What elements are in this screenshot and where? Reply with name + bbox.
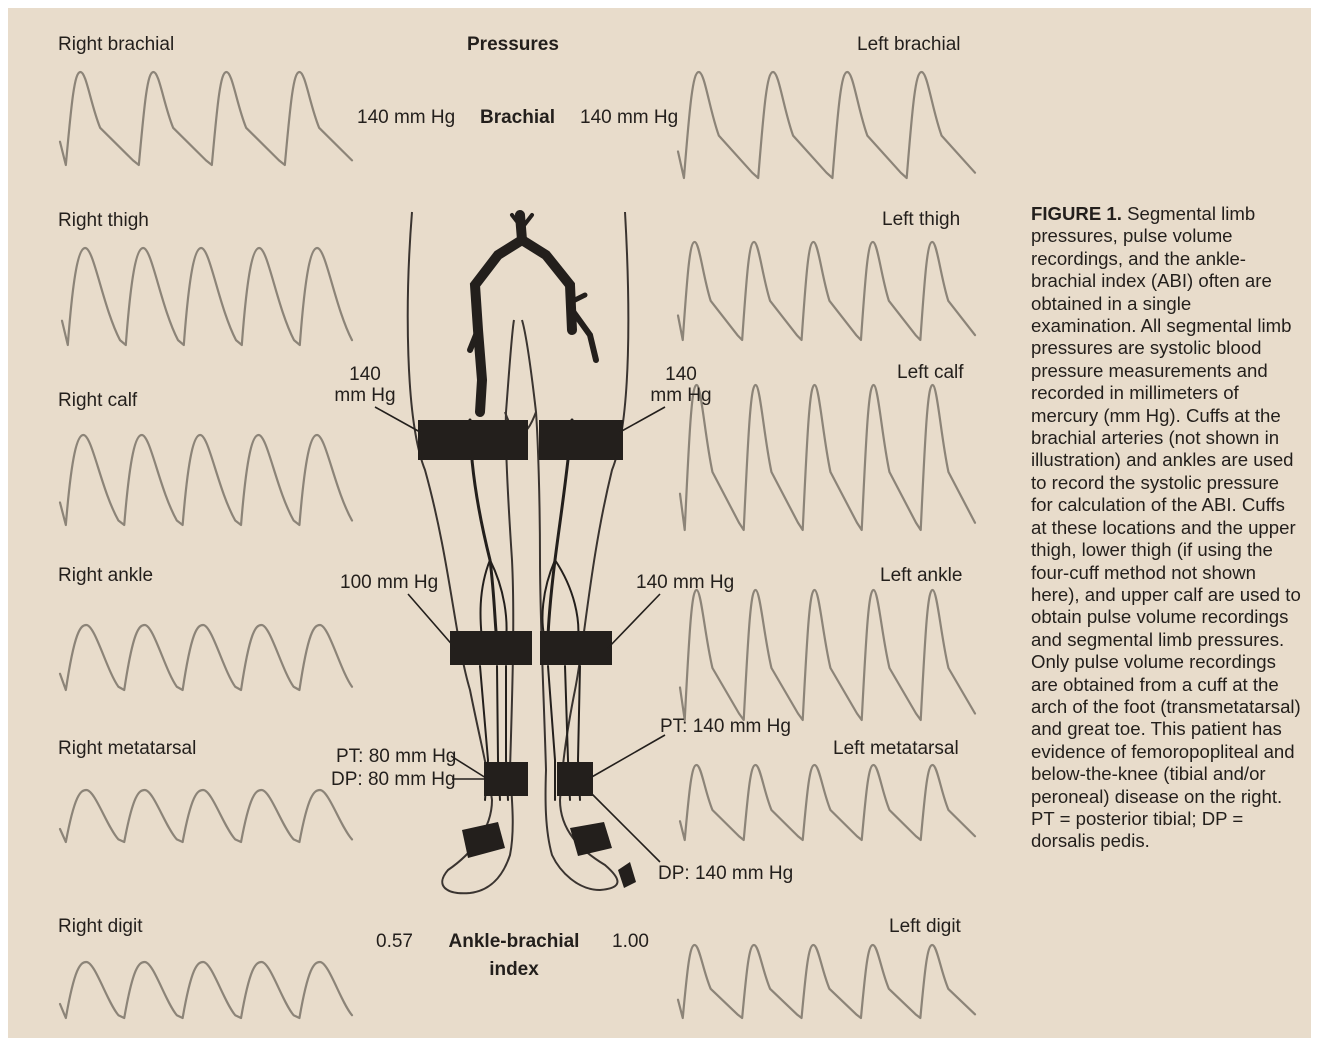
label-right-thigh: Right thigh (58, 211, 149, 230)
brachial-label: Brachial (480, 108, 555, 127)
right-ankle-pt-pressure: PT: 80 mm Hg (336, 747, 456, 766)
figure-label: FIGURE 1. (1031, 203, 1122, 224)
right-ankle-dp-pressure: DP: 80 mm Hg (331, 770, 456, 789)
label-left-thigh: Left thigh (882, 210, 960, 229)
wave-right-metatarsal (60, 790, 352, 842)
wave-left-brachial (678, 72, 975, 178)
left-foot-cuff (570, 822, 612, 856)
label-right-digit: Right digit (58, 917, 143, 936)
left-thigh-pressure-value: 140 (646, 365, 716, 384)
label-left-digit: Left digit (889, 917, 961, 936)
left-ankle-dp-pressure: DP: 140 mm Hg (658, 864, 793, 883)
figure-caption: FIGURE 1. Segmental limb pressures, puls… (1031, 203, 1301, 853)
wave-right-digit (60, 962, 352, 1018)
label-left-calf: Left calf (897, 363, 964, 382)
left-brachial-pressure: 140 mm Hg (580, 108, 678, 127)
right-foot-cuff (462, 822, 505, 858)
left-toe-cuff (618, 862, 636, 888)
left-iliac (522, 240, 572, 330)
right-thigh-pressure-value: 140 (330, 365, 400, 384)
left-thigh-cuff (539, 420, 623, 460)
label-right-ankle: Right ankle (58, 566, 153, 585)
right-abi-value: 0.57 (376, 932, 413, 951)
right-calf-cuff (450, 631, 532, 665)
wave-left-ankle (680, 590, 975, 720)
left-calf-cuff (540, 631, 612, 665)
left-ankle-pt-pressure: PT: 140 mm Hg (660, 717, 791, 736)
left-ankle-cuff (557, 762, 593, 796)
right-thigh-pressure-unit: mm Hg (326, 386, 404, 405)
left-calf-pressure: 140 mm Hg (636, 573, 734, 592)
label-right-brachial: Right brachial (58, 35, 174, 54)
aorta (475, 215, 522, 412)
right-thigh-cuff (418, 420, 528, 460)
wave-left-thigh (678, 242, 975, 340)
right-ankle-cuff (484, 762, 528, 796)
label-left-brachial: Left brachial (857, 35, 961, 54)
label-right-calf: Right calf (58, 391, 137, 410)
wave-left-calf (680, 385, 975, 530)
abi-label-line1: Ankle-brachial (434, 932, 594, 951)
left-abi-value: 1.00 (612, 932, 649, 951)
abi-label-line2: index (434, 960, 594, 979)
cuffs (418, 420, 636, 888)
caption-text: Segmental limb pressures, pulse volume r… (1031, 203, 1301, 851)
label-right-metatarsal: Right metatarsal (58, 739, 196, 758)
right-calf-pressure: 100 mm Hg (340, 573, 438, 592)
wave-right-brachial (60, 72, 352, 165)
wave-right-ankle (60, 625, 352, 690)
right-brachial-pressure: 140 mm Hg (357, 108, 455, 127)
artery-tree (470, 215, 596, 800)
wave-right-calf (60, 435, 352, 525)
left-thigh-pressure-unit: mm Hg (642, 386, 720, 405)
wave-right-thigh (62, 248, 352, 345)
wave-left-digit (678, 945, 975, 1018)
label-left-ankle: Left ankle (880, 566, 962, 585)
pressures-heading: Pressures (467, 35, 559, 54)
wave-left-metatarsal (680, 765, 975, 840)
label-left-metatarsal: Left metatarsal (833, 739, 959, 758)
